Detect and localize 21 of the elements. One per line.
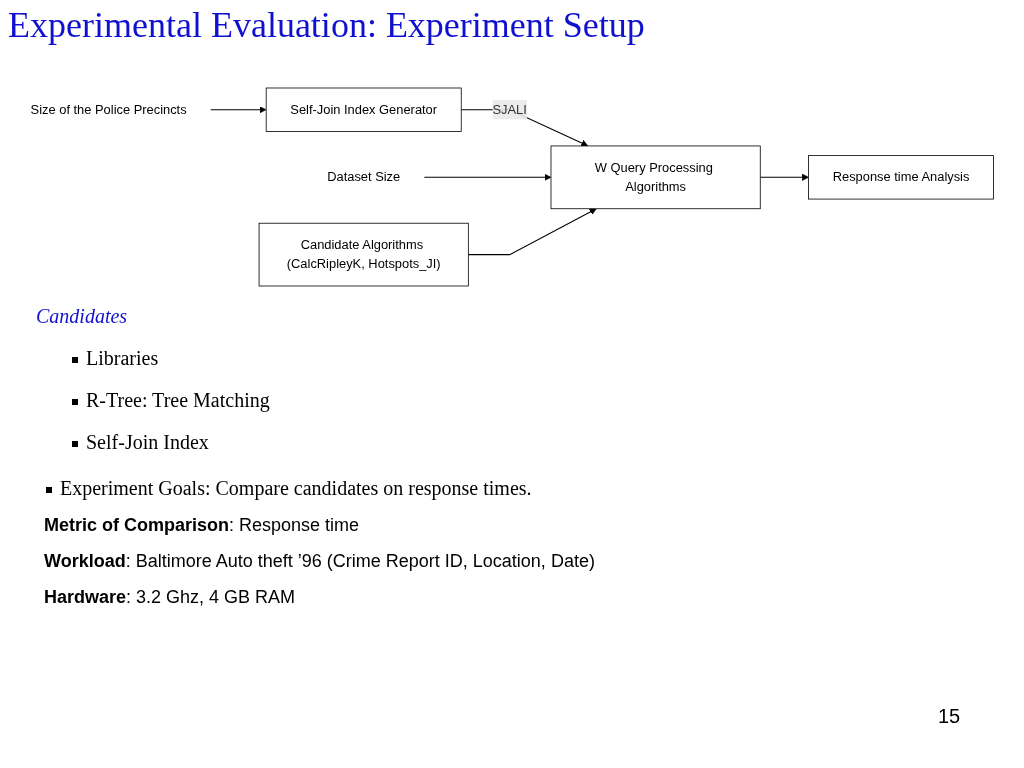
bullet-item: Libraries — [72, 347, 159, 370]
body-text: Metric of Comparison: Response time — [44, 515, 360, 536]
node-box: Candidate Algorithms (CalcRipleyK, Hotspots_JI) — [258, 222, 469, 287]
slide-title: Experimental Evaluation: Experiment Setup — [8, 4, 645, 46]
edge-label: SJALI — [492, 102, 527, 117]
bullet-item: R-Tree: Tree Matching — [72, 389, 270, 412]
node-box: Self-Join Index Generator — [265, 87, 462, 132]
bullet-item: Experiment Goals: Compare candidates on response times. — [46, 477, 532, 500]
arrow — [467, 208, 597, 256]
arrow — [423, 173, 552, 181]
bullet-item: Self-Join Index — [72, 431, 209, 454]
node-box: Response time Analysis — [808, 155, 994, 200]
node-text: Dataset Size — [327, 170, 401, 184]
body-text: Workload: Baltimore Auto theft ’96 (Crime Report ID, Location, Date) — [44, 551, 595, 572]
body-text: Hardware: 3.2 Ghz, 4 GB RAM — [44, 587, 296, 608]
section-heading: Candidates — [36, 305, 128, 328]
node-box: W Query Processing Algorithms — [550, 145, 761, 210]
node-text: Size of the Police Precincts — [30, 102, 187, 117]
arrow — [759, 173, 809, 181]
arrow — [210, 106, 267, 114]
page-number: 15 — [938, 705, 961, 728]
